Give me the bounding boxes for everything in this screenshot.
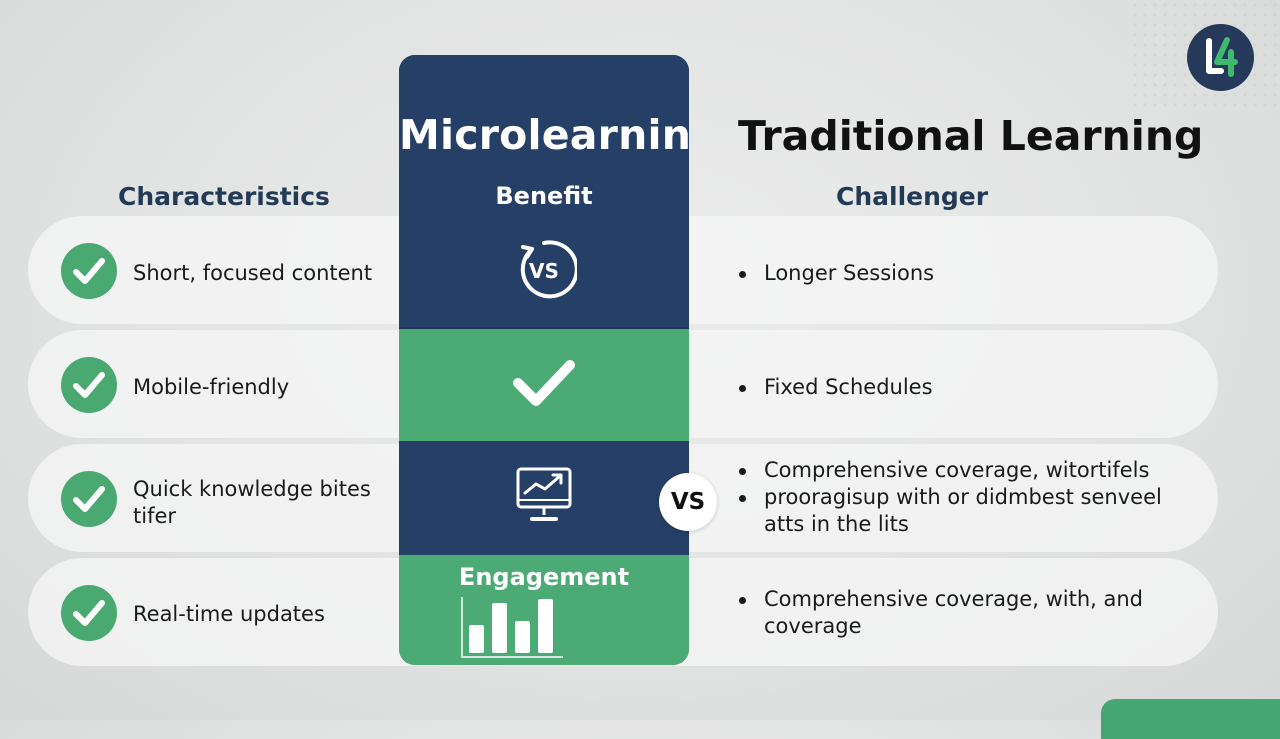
characteristic-item: Mobile-friendly bbox=[133, 374, 289, 401]
characteristic-text: Mobile-friendly bbox=[133, 375, 290, 399]
refresh-vs-icon: VS bbox=[520, 240, 577, 299]
challenge-list-4: Comprehensive coverage, with, and covera… bbox=[738, 586, 1158, 640]
characteristic-text: Real-time updates bbox=[133, 602, 325, 626]
monitor-chart-icon bbox=[516, 467, 572, 521]
characteristic-item: Real-time updates bbox=[133, 601, 325, 628]
benefit-cell-1: VS bbox=[399, 215, 689, 327]
characteristic-item: Short, focused content bbox=[133, 260, 372, 287]
microlearning-column: Microlearning Benefit VS Engagement bbox=[399, 55, 689, 665]
check-circle-icon bbox=[61, 243, 117, 299]
microlearning-header: Microlearning Benefit bbox=[399, 55, 689, 215]
bar-chart-icon bbox=[461, 597, 563, 658]
challenge-item: prooragisup with or didmbest senveel att… bbox=[738, 484, 1178, 538]
traditional-learning-title: Traditional Learning bbox=[738, 112, 1204, 160]
brand-logo bbox=[1187, 24, 1254, 91]
benefit-heading: Benefit bbox=[495, 182, 593, 210]
challenge-list-2: Fixed Schedules bbox=[738, 374, 933, 401]
challenge-item: Comprehensive coverage, witortifels bbox=[738, 457, 1178, 484]
benefit-cell-2 bbox=[399, 327, 689, 441]
corner-accent bbox=[1101, 699, 1280, 739]
check-circle-icon bbox=[61, 471, 117, 527]
benefit-cell-4: Engagement bbox=[399, 555, 689, 665]
check-circle-icon bbox=[61, 585, 117, 641]
characteristic-text: Quick knowledge bites bbox=[133, 477, 371, 501]
challenger-heading: Challenger bbox=[836, 182, 989, 211]
characteristic-item: Quick knowledge bites tifer bbox=[133, 476, 371, 530]
challenge-list-3: Comprehensive coverage, witortifels proo… bbox=[738, 457, 1178, 538]
refresh-vs-label: VS bbox=[529, 259, 559, 283]
engagement-label: Engagement bbox=[458, 563, 630, 591]
challenge-item: Fixed Schedules bbox=[738, 374, 933, 401]
challenge-item: Comprehensive coverage, with, and covera… bbox=[738, 586, 1158, 640]
challenge-list-1: Longer Sessions bbox=[738, 260, 934, 287]
check-circle-icon bbox=[61, 357, 117, 413]
benefit-cell-3 bbox=[399, 441, 689, 555]
checkmark-icon bbox=[513, 360, 575, 406]
characteristics-heading: Characteristics bbox=[118, 182, 330, 211]
vs-badge: VS bbox=[659, 473, 717, 531]
characteristic-text-continued: tifer bbox=[133, 504, 177, 528]
microlearning-title: Microlearning bbox=[399, 111, 689, 159]
characteristic-text: Short, focused content bbox=[133, 261, 373, 285]
challenge-item: Longer Sessions bbox=[738, 260, 934, 287]
